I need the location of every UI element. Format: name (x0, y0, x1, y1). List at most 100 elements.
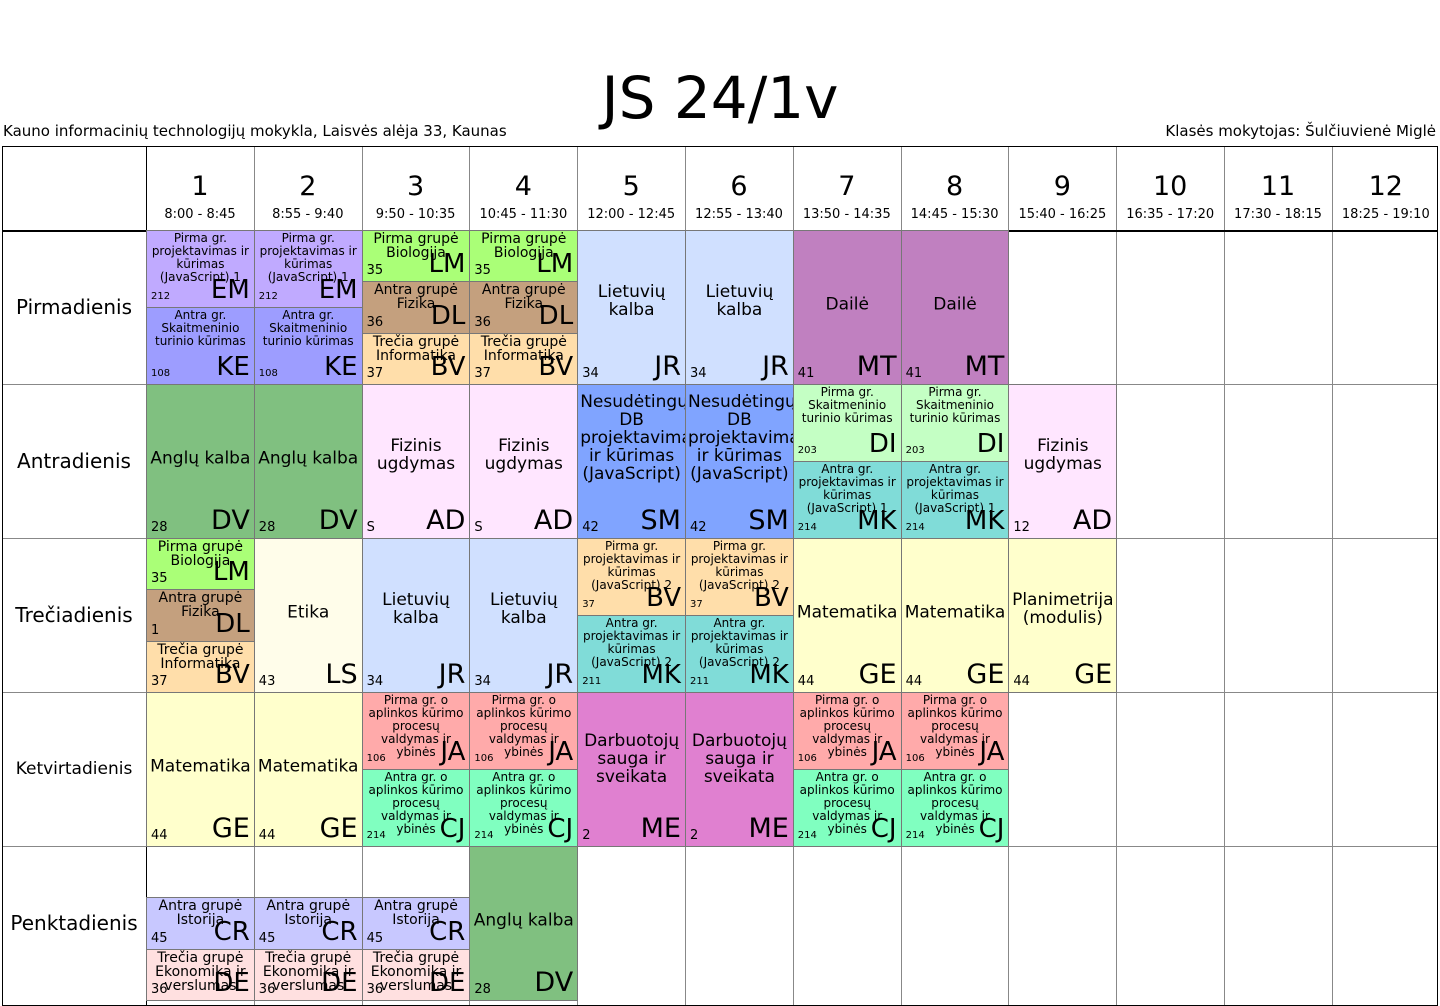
lesson-cell[interactable]: Nesudėtingų DB projektavimas ir kūrimas … (685, 384, 794, 539)
lesson-cell[interactable]: Antra gr. o aplinkos kūrimo procesų vald… (900, 769, 1010, 847)
period-number: 3 (407, 171, 425, 202)
lesson-room: 43 (258, 674, 276, 689)
lesson-cell[interactable]: Pirma gr. o aplinkos kūrimo procesų vald… (792, 692, 902, 770)
day-label: Antradienis (17, 449, 131, 473)
lesson-cell[interactable]: Pirma gr. projektavimas ir kūrimas (Java… (146, 230, 255, 308)
lesson-subject: Pirma gr. o aplinkos kūrimo procesų vald… (476, 693, 572, 759)
lesson-room: 28 (474, 982, 491, 997)
lesson-room: 37 (151, 673, 168, 689)
day-label: Penktadienis (10, 911, 138, 935)
lesson-subject: Antra gr. projektavimas ir kūrimas (Java… (583, 616, 681, 669)
lesson-cell[interactable]: Nesudėtingų DB projektavimas ir kūrimas … (577, 384, 686, 539)
lesson-subject: Anglų kalba (258, 447, 359, 468)
lesson-room: 36 (366, 314, 384, 330)
school-address: Kauno informacinių technologijų mokykla,… (3, 122, 507, 140)
lesson-room: 37 (690, 599, 703, 610)
lesson-cell[interactable]: Pirma gr. o aplinkos kūrimo procesų vald… (900, 692, 1010, 770)
lesson-subject: Pirma gr. projektavimas ir kūrimas (Java… (583, 539, 681, 592)
lesson-subject: Antra gr. o aplinkos kūrimo procesų vald… (476, 770, 572, 836)
lesson-teacher: EM (318, 275, 358, 305)
lesson-subject: Pirma gr. projektavimas ir kūrimas (Java… (151, 231, 249, 284)
lesson-teacher: MK (749, 660, 789, 690)
period-number: 10 (1153, 171, 1188, 202)
lesson-cell[interactable]: Pirma gr. projektavimas ir kūrimas (Java… (577, 538, 686, 616)
lesson-teacher: JA (871, 737, 897, 767)
lesson-subject: Pirma grupė Biologija (157, 539, 243, 569)
lesson-cell[interactable]: Antra gr. o aplinkos kūrimo procesų vald… (792, 769, 902, 847)
lesson-room: 108 (258, 368, 278, 379)
grid-vline (1224, 146, 1225, 1006)
lesson-teacher: DL (538, 300, 574, 331)
lesson-cell[interactable]: Pirma gr. projektavimas ir kūrimas (Java… (685, 538, 794, 616)
lesson-cell[interactable]: Pirma gr. projektavimas ir kūrimas (Java… (253, 230, 363, 308)
lesson-teacher: LM (428, 249, 466, 280)
class-teacher: Klasės mokytojas: Šulčiuvienė Miglė (1165, 122, 1436, 140)
period-time: 10:45 - 11:30 (479, 207, 568, 222)
lesson-teacher: GE (858, 659, 897, 690)
lesson-cell[interactable]: Antra gr. projektavimas ir kūrimas (Java… (792, 461, 902, 539)
lesson-teacher: GE (319, 813, 358, 844)
lesson-teacher: CR (213, 916, 250, 947)
lesson-cell[interactable]: Antra gr. projektavimas ir kūrimas (Java… (685, 615, 794, 693)
lesson-cell[interactable]: Pirma gr. o aplinkos kūrimo procesų vald… (469, 692, 579, 770)
lesson-room: 203 (797, 445, 817, 456)
lesson-room: 44 (797, 674, 815, 689)
lesson-subject: Fizinis ugdymas (376, 435, 456, 474)
lesson-teacher: BV (214, 659, 250, 690)
lesson-cell[interactable]: Antra gr. projektavimas ir kūrimas (Java… (900, 461, 1010, 539)
period-number: 12 (1368, 171, 1403, 202)
lesson-teacher: DV (211, 505, 250, 536)
lesson-room: 212 (258, 291, 278, 302)
lesson-room: 35 (151, 571, 168, 587)
lesson-cell[interactable]: Antra gr. o aplinkos kūrimo procesų vald… (469, 769, 579, 847)
lesson-teacher: DI (868, 429, 897, 459)
lesson-teacher: KE (216, 352, 250, 382)
day-label: Trečiadienis (15, 603, 133, 627)
lesson-subject: Lietuvių kalba (705, 281, 774, 320)
lesson-cell[interactable]: Pirma gr. o aplinkos kūrimo procesų vald… (361, 692, 471, 770)
lesson-cell[interactable]: Antra gr. o aplinkos kūrimo procesų vald… (361, 769, 471, 847)
lesson-cell[interactable]: Antra gr. projektavimas ir kūrimas (Java… (577, 615, 686, 693)
